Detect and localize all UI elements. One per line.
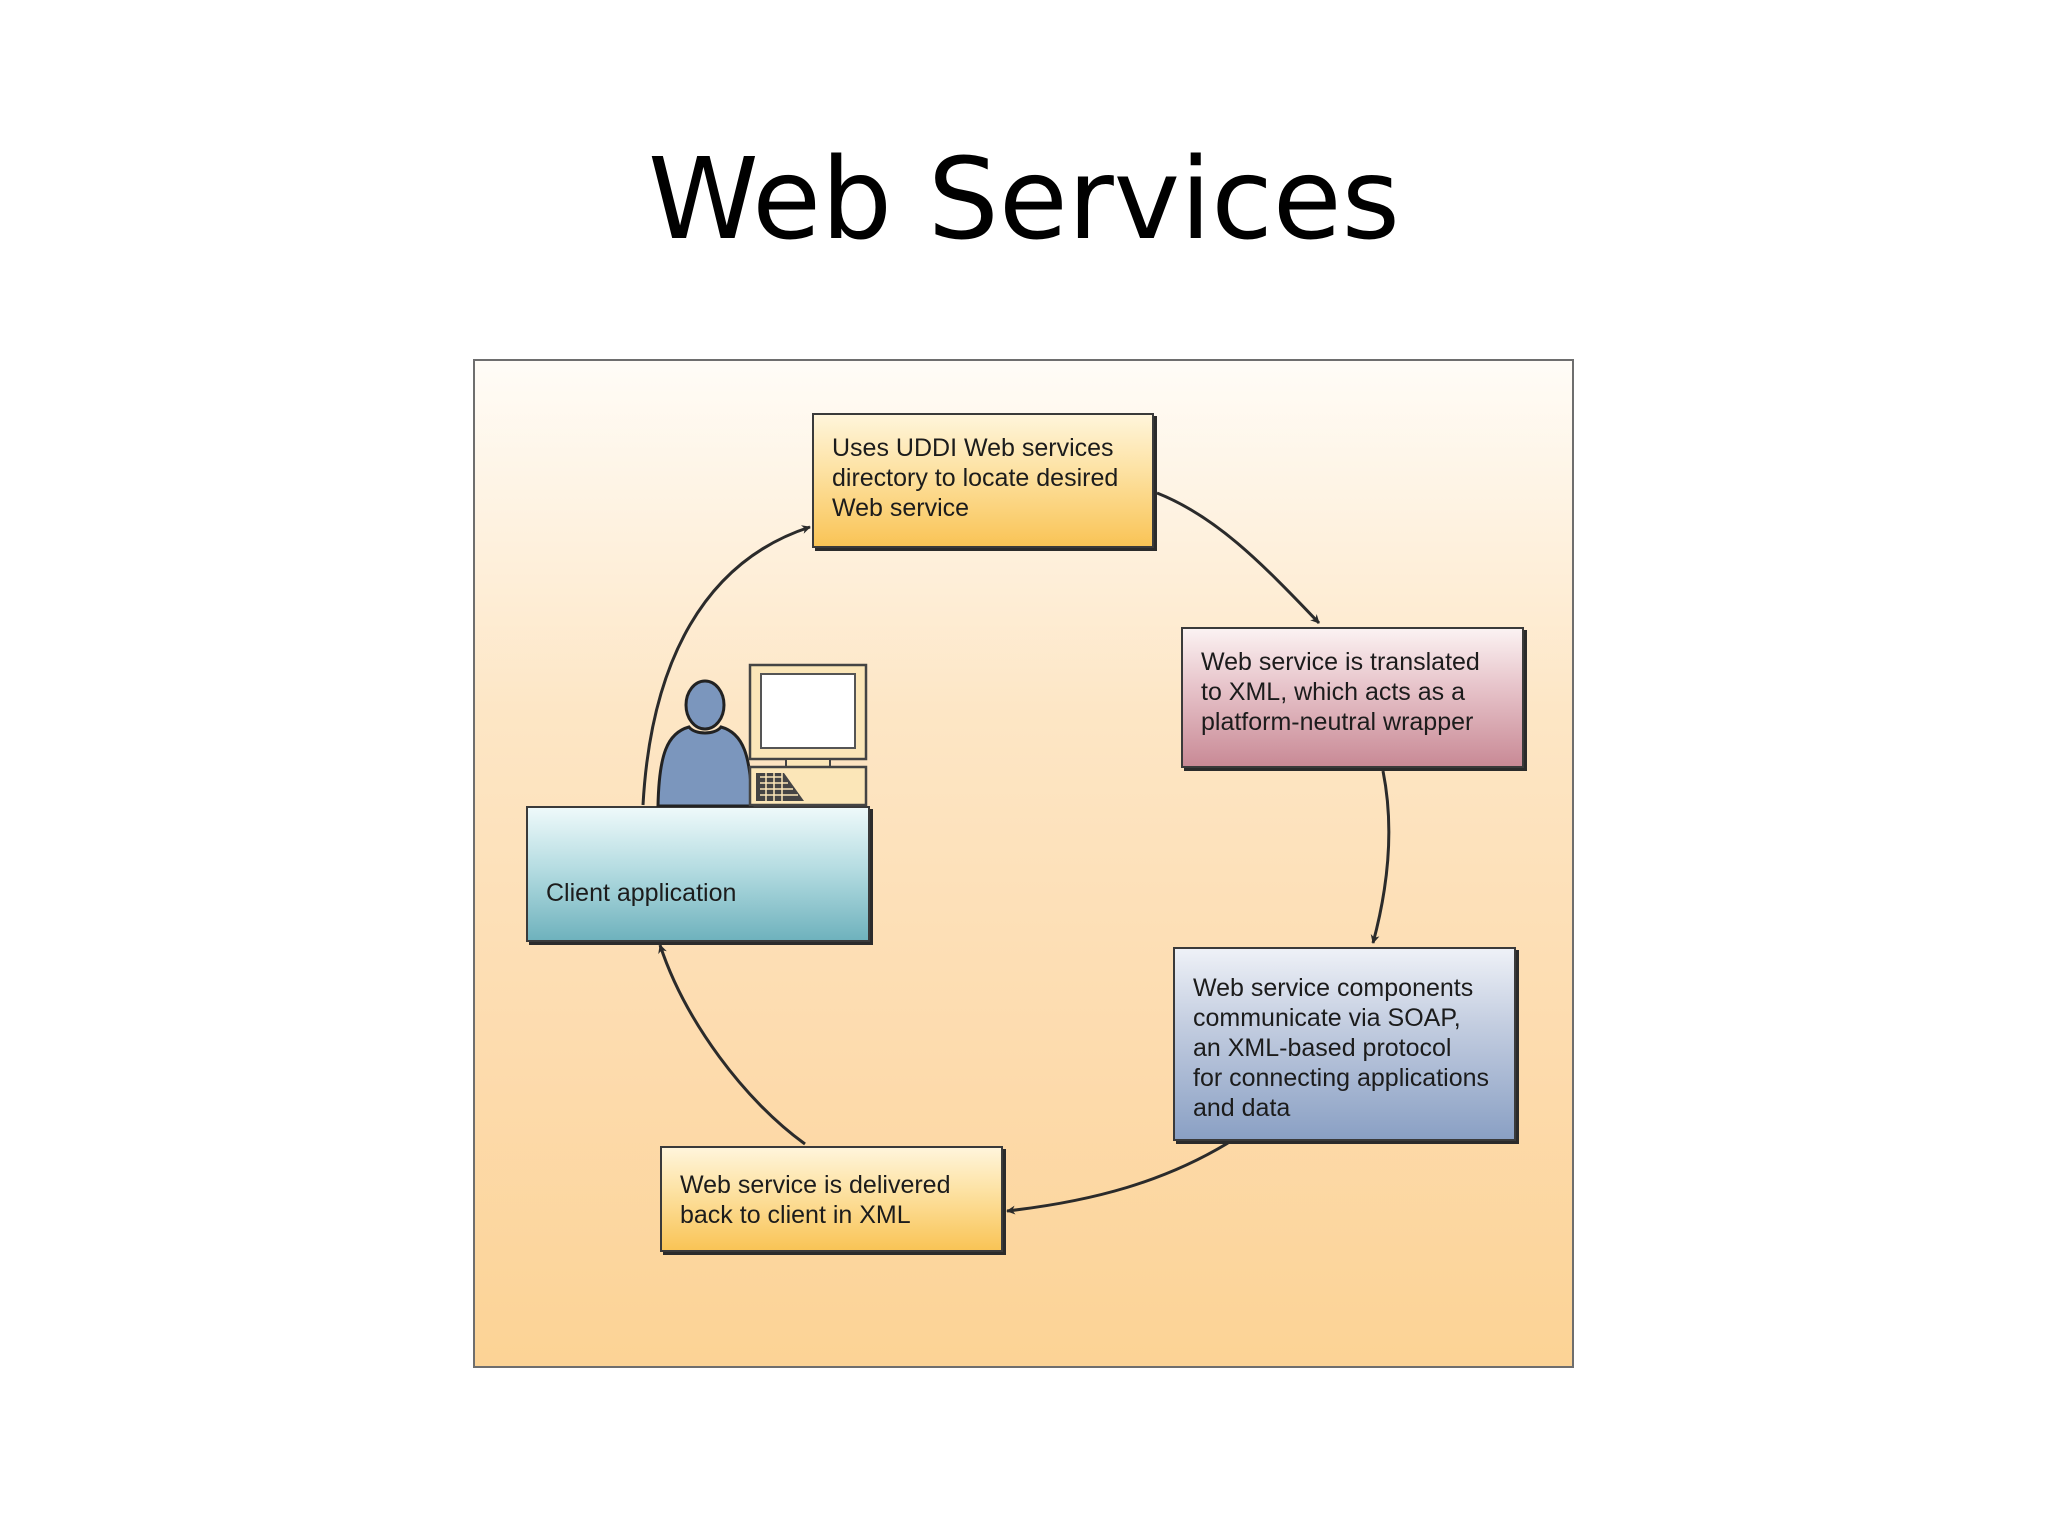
computer-icon xyxy=(748,663,868,807)
arrow-client-to-uddi xyxy=(641,525,811,806)
slide-title: Web Services xyxy=(647,135,1401,265)
web-services-diagram: Uses UDDI Web services directory to loca… xyxy=(473,359,1574,1368)
cycle-arrows xyxy=(641,491,1391,1215)
soap-communication-box: Web service components communicate via S… xyxy=(1173,947,1516,1141)
person-icon xyxy=(656,679,754,807)
delivery-box: Web service is delivered back to client … xyxy=(660,1146,1003,1252)
arrow-uddi-to-xml xyxy=(1156,491,1321,625)
arrow-xml-to-soap xyxy=(1370,770,1391,944)
uddi-lookup-box: Uses UDDI Web services directory to loca… xyxy=(812,413,1154,548)
arrow-deliver-to-client xyxy=(658,944,806,1146)
client-application-box: Client application xyxy=(526,806,870,942)
xml-translation-box: Web service is translated to XML, which … xyxy=(1181,627,1524,768)
arrow-soap-to-deliver xyxy=(1006,1141,1229,1215)
